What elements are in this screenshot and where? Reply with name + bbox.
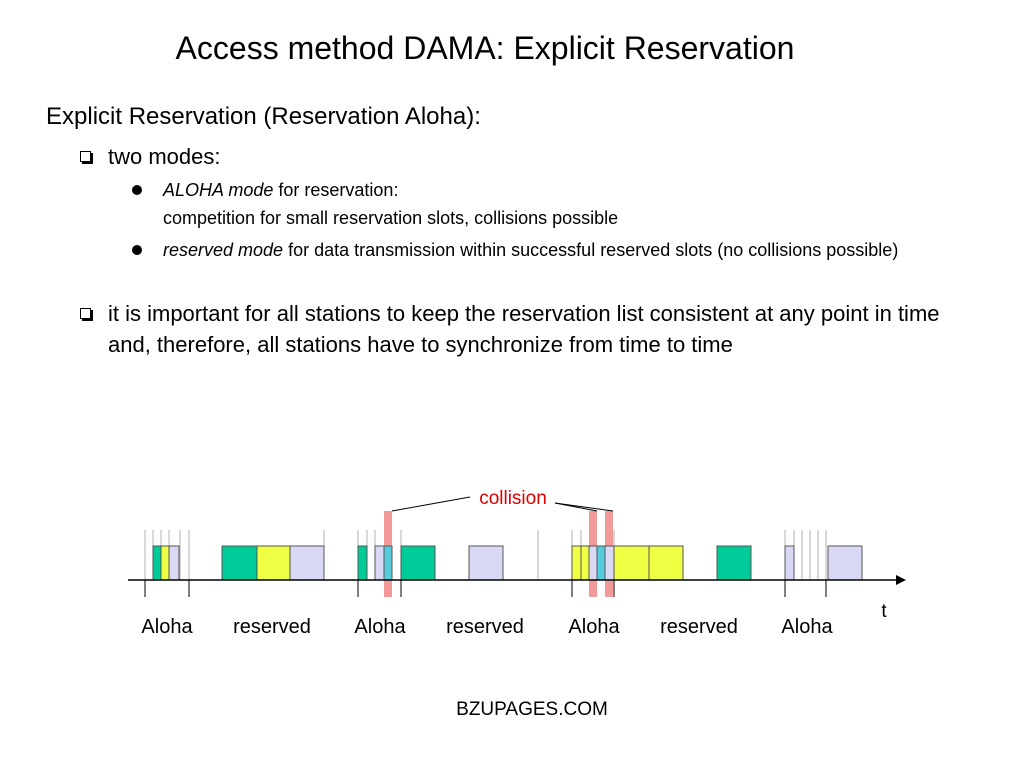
phase-label-reserved: reserved xyxy=(660,616,738,638)
phase-label-reserved: reserved xyxy=(233,616,311,638)
bullet-synchronize: it is important for all stations to keep… xyxy=(80,298,948,360)
sub-bullet-reserved-mode: reserved mode for data transmission with… xyxy=(132,236,923,264)
bullet-two-modes: two modes: xyxy=(80,141,948,172)
footer-text: BZUPAGES.COM xyxy=(456,699,608,720)
slot-green xyxy=(400,545,436,581)
slot-lavender xyxy=(289,545,325,581)
time-axis-arrow-icon xyxy=(896,575,906,585)
time-axis xyxy=(128,575,906,597)
square-bullet-icon xyxy=(80,151,91,162)
slot-yellow xyxy=(160,545,170,581)
bullet-text: two modes: xyxy=(108,144,221,169)
collision-label: collision xyxy=(479,488,547,509)
slide-title: Access method DAMA: Explicit Reservation xyxy=(175,30,795,66)
round-bullet-icon xyxy=(132,185,142,195)
slot-yellow xyxy=(613,545,650,581)
collision-pointer xyxy=(391,496,471,512)
slot-cyan xyxy=(596,545,606,581)
slot-yellow xyxy=(580,545,590,581)
round-bullet-icon xyxy=(132,245,142,255)
aloha-mode-text-line2: competition for small reservation slots,… xyxy=(163,208,619,228)
slot-lavender xyxy=(827,545,863,581)
slot-green xyxy=(357,545,368,581)
bullet-text: it is important for all stations to keep… xyxy=(108,301,940,357)
slot-lavender xyxy=(374,545,385,581)
phase-label-aloha: Aloha xyxy=(141,616,193,638)
phase-labels: Aloha reserved Aloha reserved Aloha rese… xyxy=(141,616,833,638)
phase-label-reserved: reserved xyxy=(446,616,524,638)
slot-green xyxy=(221,545,258,581)
slot-cyan xyxy=(383,545,393,581)
slot-lavender xyxy=(468,545,504,581)
time-axis-label: t xyxy=(881,601,887,622)
collision-pointer xyxy=(554,502,614,512)
section-heading: Explicit Reservation (Reservation Aloha)… xyxy=(46,103,481,130)
transmission-slots xyxy=(152,545,863,581)
aloha-mode-text: for reservation: xyxy=(273,180,399,200)
reserved-mode-term: reserved mode xyxy=(163,240,284,260)
slot-green xyxy=(152,545,162,581)
slot-lavender xyxy=(604,545,615,581)
phase-label-aloha: Aloha xyxy=(781,616,833,638)
slot-yellow xyxy=(648,545,684,581)
slot-lavender xyxy=(588,545,598,581)
slot-yellow xyxy=(256,545,291,581)
slot-green xyxy=(716,545,752,581)
aloha-mode-term: ALOHA mode xyxy=(163,180,274,200)
slot-lavender xyxy=(784,545,795,581)
slot-lavender xyxy=(168,545,180,581)
phase-label-aloha: Aloha xyxy=(354,616,406,638)
sub-bullet-aloha-mode: ALOHA mode for reservation: competition … xyxy=(132,176,923,232)
slot-yellow xyxy=(571,545,582,581)
phase-label-aloha: Aloha xyxy=(568,616,620,638)
reserved-mode-text: for data transmission within successful … xyxy=(283,240,899,260)
square-bullet-icon xyxy=(80,308,91,319)
